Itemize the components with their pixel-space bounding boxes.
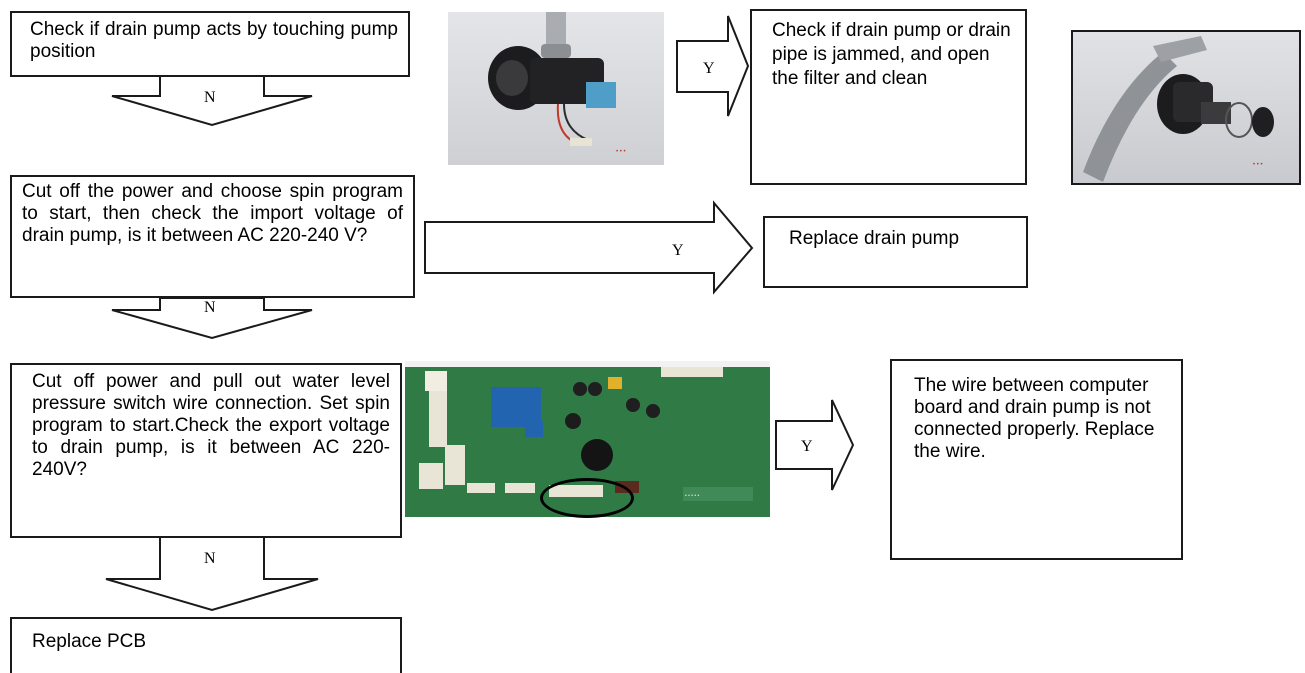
svg-text:• • •: • • •	[1253, 162, 1263, 168]
step-check-pump-acts: Check if drain pump acts by touching pum…	[10, 11, 410, 77]
pump-filter-photo: • • •	[1071, 30, 1301, 185]
yes-label-2: Y	[672, 242, 684, 259]
no-label-3: N	[204, 550, 216, 567]
svg-text:• • • • •: • • • • •	[685, 493, 700, 499]
step-check-jammed: Check if drain pump or drain pipe is jam…	[750, 9, 1027, 185]
yes-label-1: Y	[703, 60, 715, 77]
svg-text:• • •: • • •	[616, 149, 626, 155]
pcb-photo: • • • • •	[405, 361, 770, 517]
drain-pump-photo: • • •	[448, 12, 664, 165]
yes-arrow-3	[775, 399, 855, 491]
no-arrow-1	[111, 75, 313, 127]
no-arrow-3	[105, 536, 319, 612]
step-replace-drain-pump: Replace drain pump	[763, 216, 1028, 288]
pcb-connector-highlight	[540, 478, 634, 518]
step-check-import-voltage: Cut off the power and choose spin progra…	[10, 175, 415, 298]
step-replace-wire: The wire between computer board and drai…	[890, 359, 1183, 560]
step-replace-pcb: Replace PCB	[10, 617, 402, 673]
no-arrow-2	[111, 297, 313, 340]
yes-arrow-1	[676, 15, 750, 117]
step-check-export-voltage: Cut off power and pull out water level p…	[10, 363, 402, 538]
yes-arrow-2	[424, 200, 754, 295]
no-label-1: N	[204, 89, 216, 106]
yes-label-3: Y	[801, 438, 813, 455]
no-label-2: N	[204, 299, 216, 316]
